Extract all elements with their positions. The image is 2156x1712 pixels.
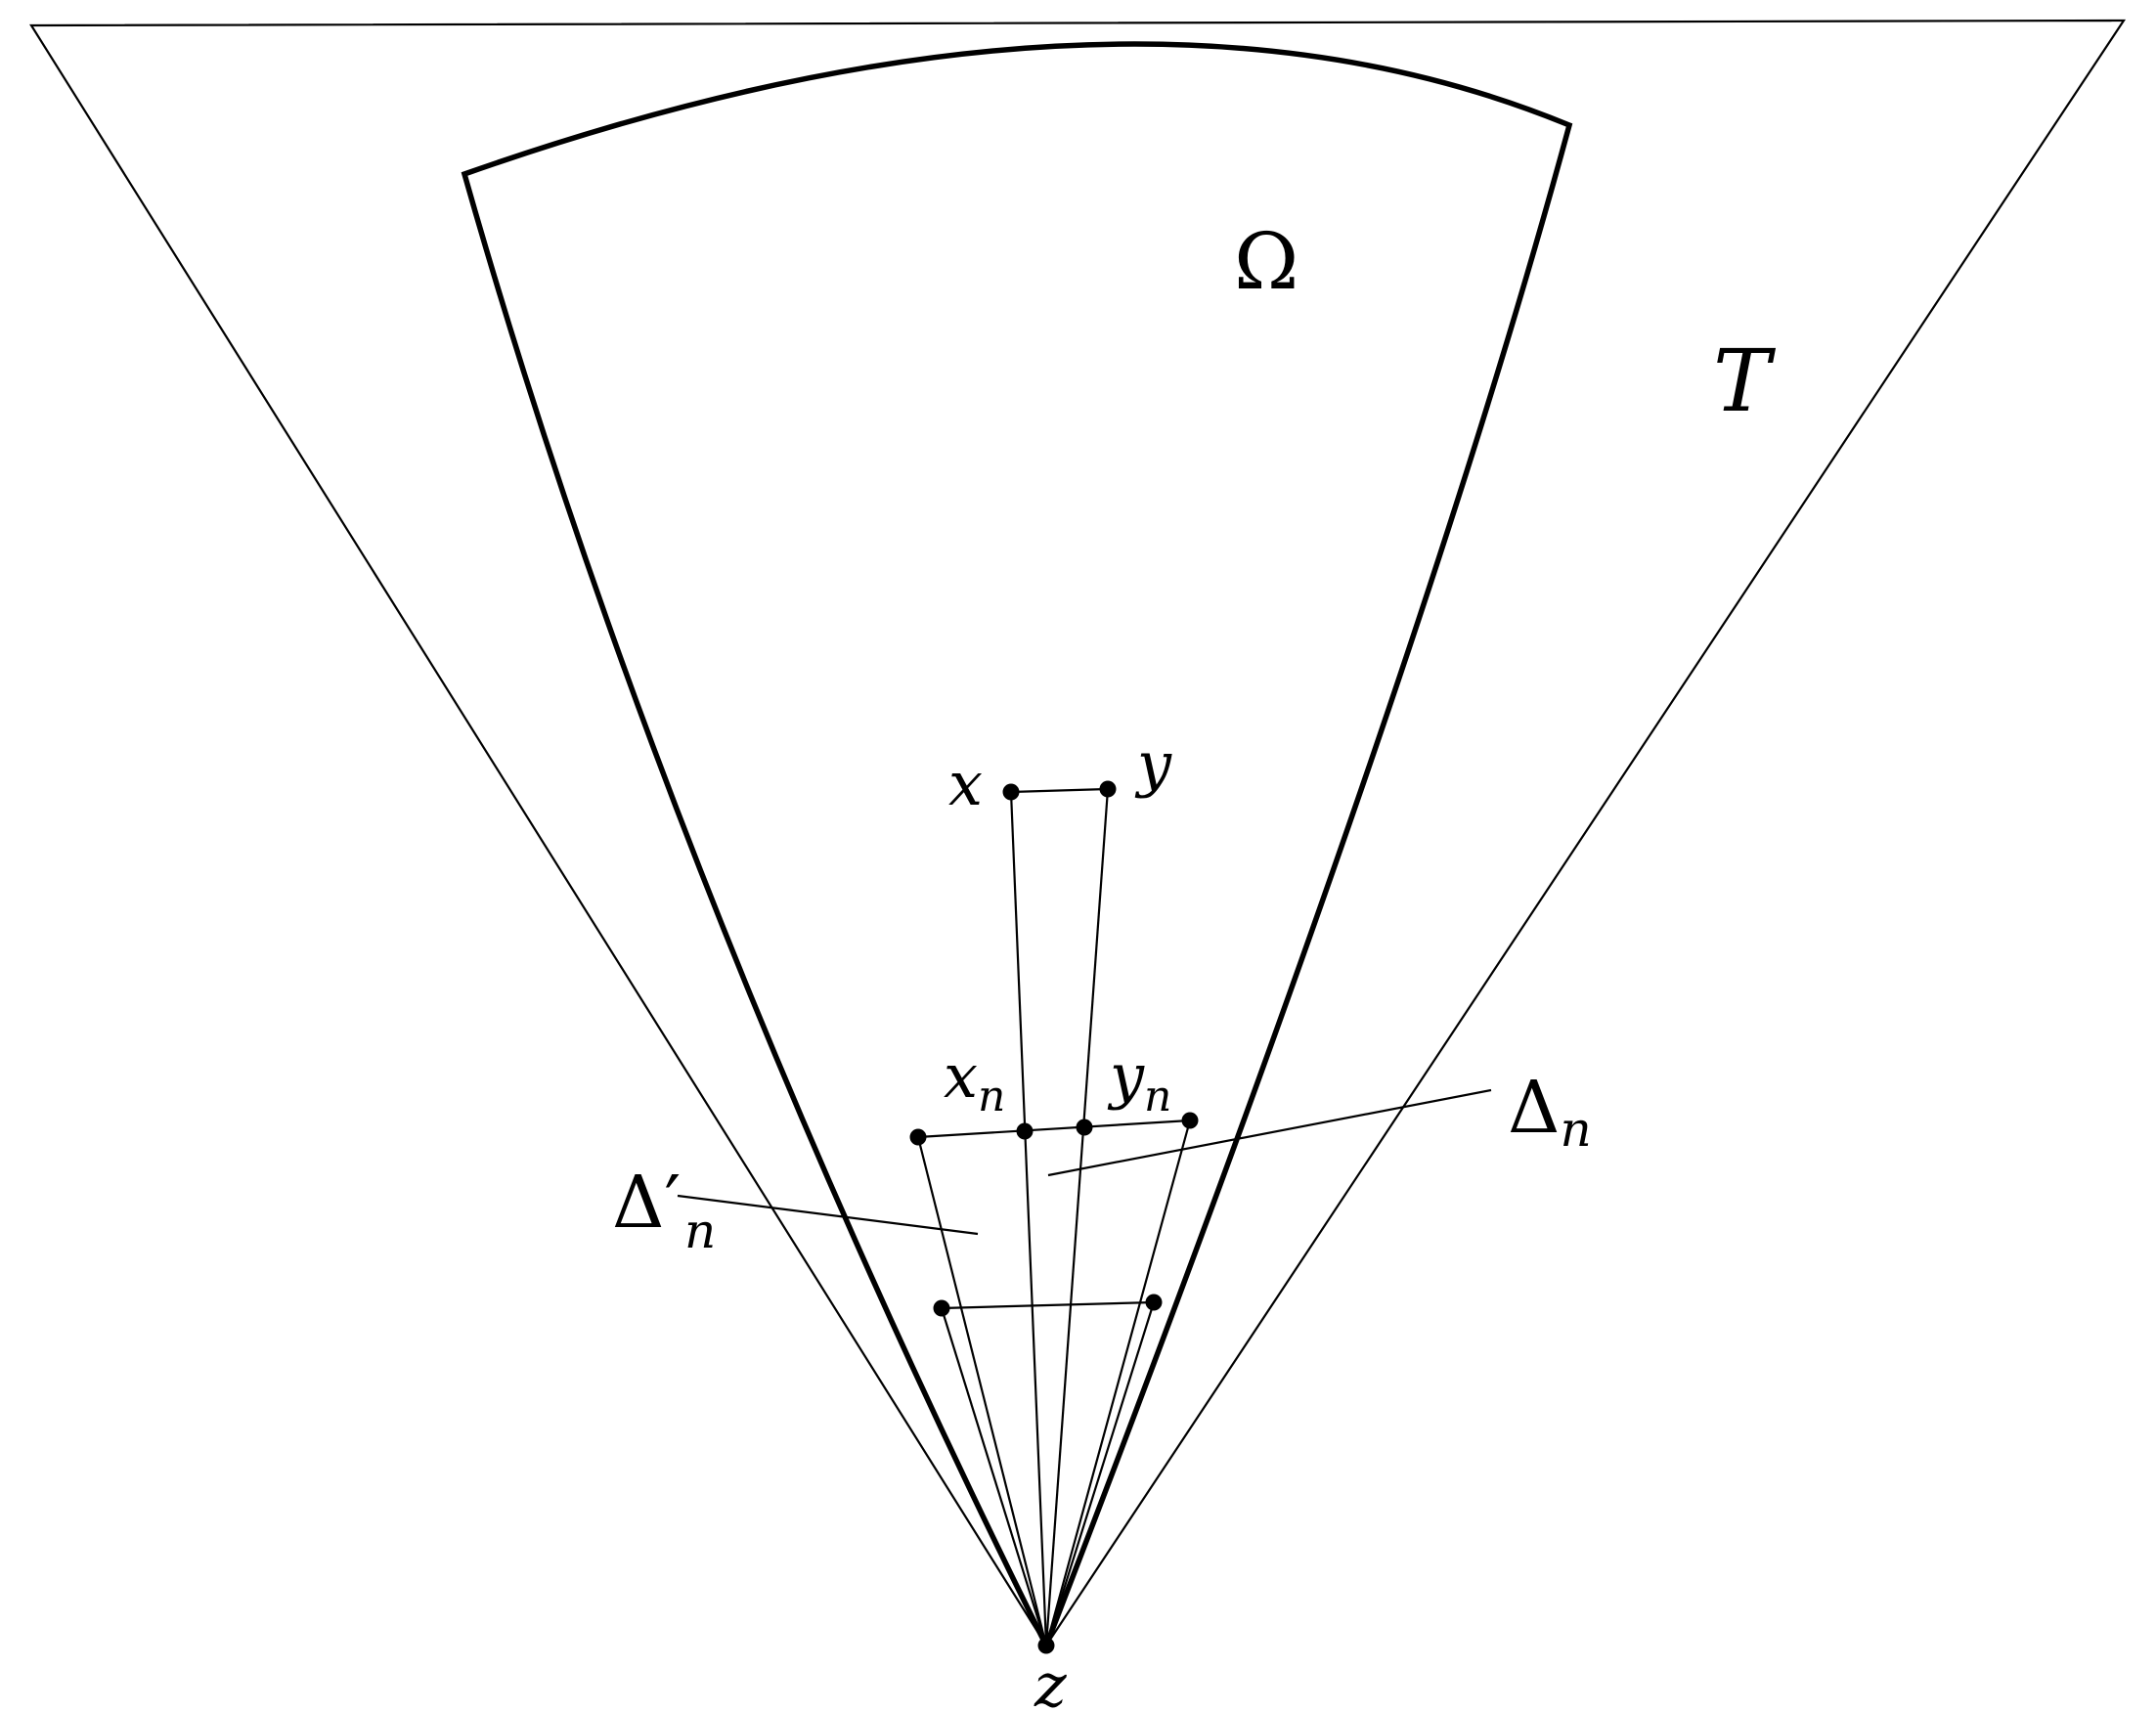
point-lower-left (933, 1299, 950, 1317)
label-T: T (1713, 330, 1777, 431)
ray-z-lower-right (1044, 1301, 1156, 1646)
ray-z-upper-left (916, 1136, 1048, 1646)
segment-upper (917, 1119, 1191, 1139)
ray-z-y (1044, 788, 1110, 1646)
triangle-T (29, 19, 2127, 1648)
point-upper-left (909, 1128, 927, 1146)
label-z: z (1034, 1649, 1067, 1712)
point-y-n (1076, 1119, 1093, 1136)
point-lower-right (1145, 1294, 1163, 1311)
pointer-delta-prime-n (677, 1194, 979, 1236)
label-x-n: xn (944, 1040, 1005, 1121)
label-delta-prime-n-sub: n (684, 1203, 716, 1259)
point-y (1099, 780, 1117, 798)
label-omega: Ω (1234, 216, 1298, 307)
point-x-n (1016, 1122, 1034, 1140)
point-x (1002, 783, 1020, 801)
label-delta-prime-n: Δ′ (612, 1161, 681, 1245)
pointer-delta-n (1047, 1088, 1492, 1177)
label-y: y (1134, 728, 1172, 800)
ray-z-lower-left (940, 1307, 1048, 1646)
segment-x-y (1010, 787, 1109, 794)
ray-z-upper-right (1044, 1119, 1192, 1646)
label-x: x (948, 748, 983, 819)
label-delta-n: Δn (1508, 1066, 1592, 1158)
point-upper-right (1181, 1112, 1199, 1129)
segment-lower (941, 1300, 1155, 1310)
region-omega (461, 41, 1573, 1652)
point-z (1037, 1637, 1055, 1654)
label-y-n: yn (1107, 1040, 1171, 1121)
ray-z-x (1009, 791, 1048, 1646)
